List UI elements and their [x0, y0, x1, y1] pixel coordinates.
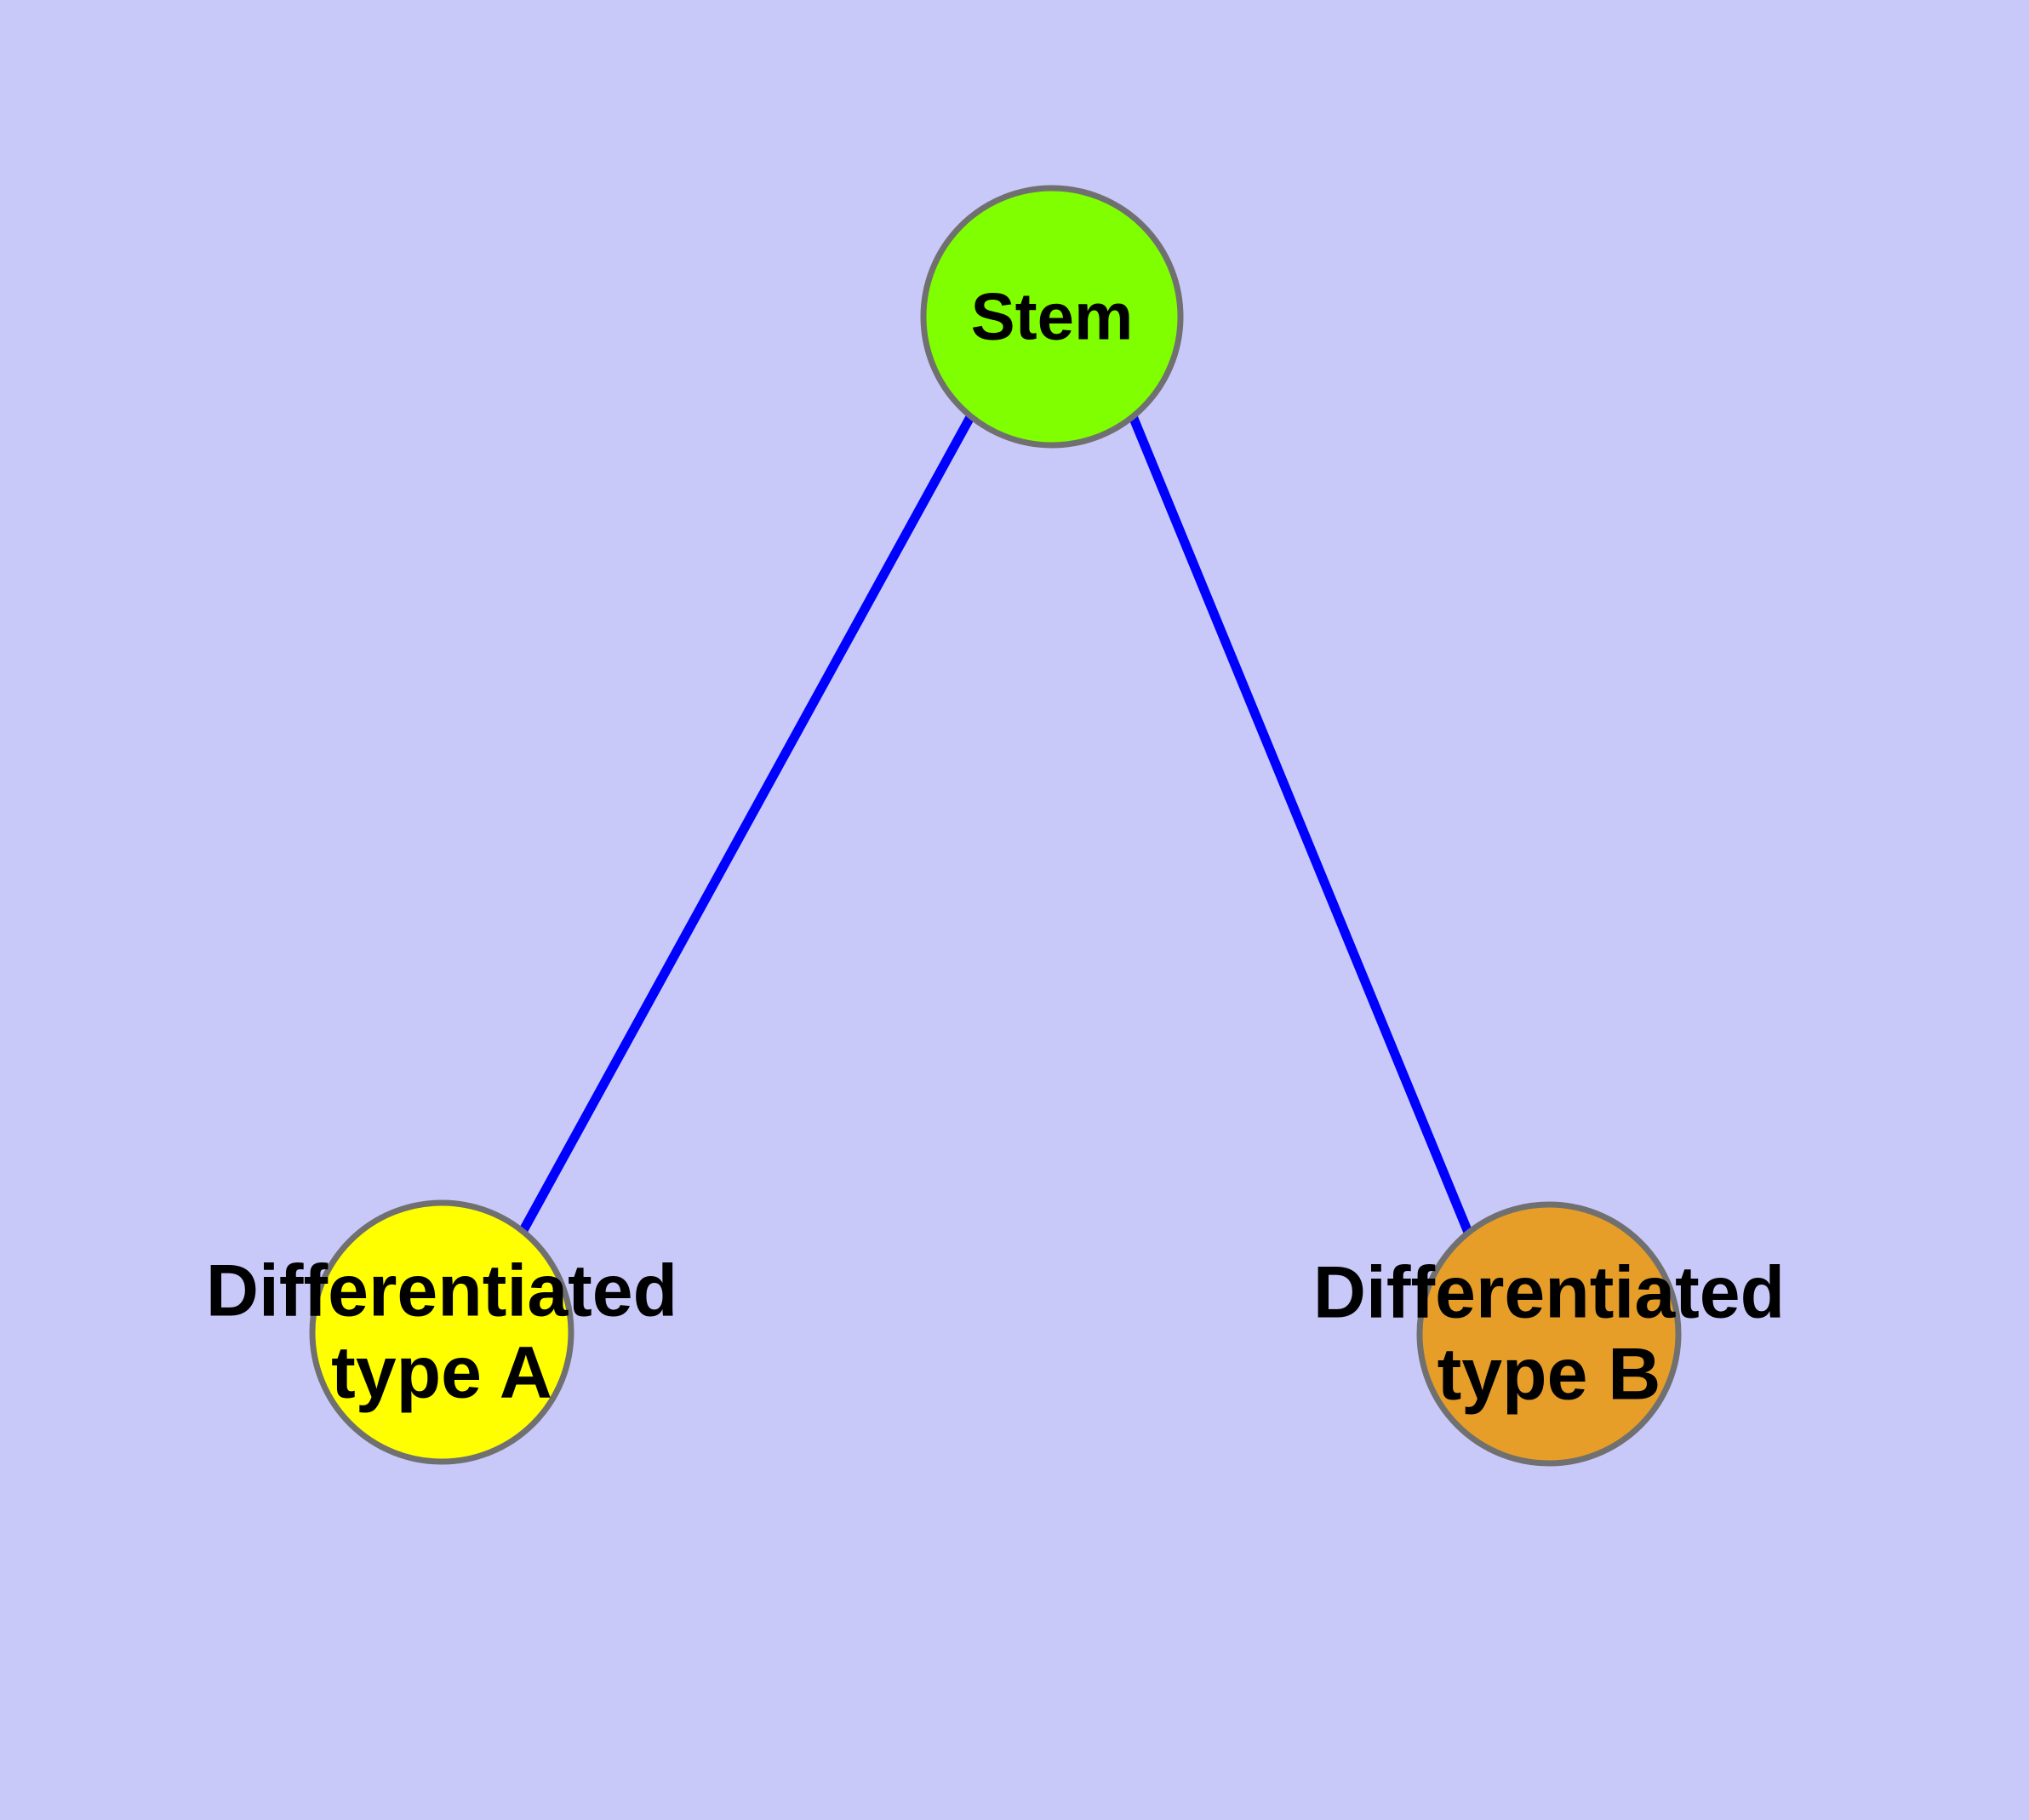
nodes-layer — [309, 185, 1682, 1467]
node-circle-diff-a[interactable] — [309, 1199, 574, 1465]
edges-layer — [518, 414, 1474, 1237]
edge-stem-to-diff-a — [518, 415, 974, 1234]
edge-stem-to-diff-b — [1128, 414, 1474, 1237]
node-circle-stem[interactable] — [920, 185, 1184, 449]
node-circle-diff-b[interactable] — [1416, 1201, 1682, 1467]
